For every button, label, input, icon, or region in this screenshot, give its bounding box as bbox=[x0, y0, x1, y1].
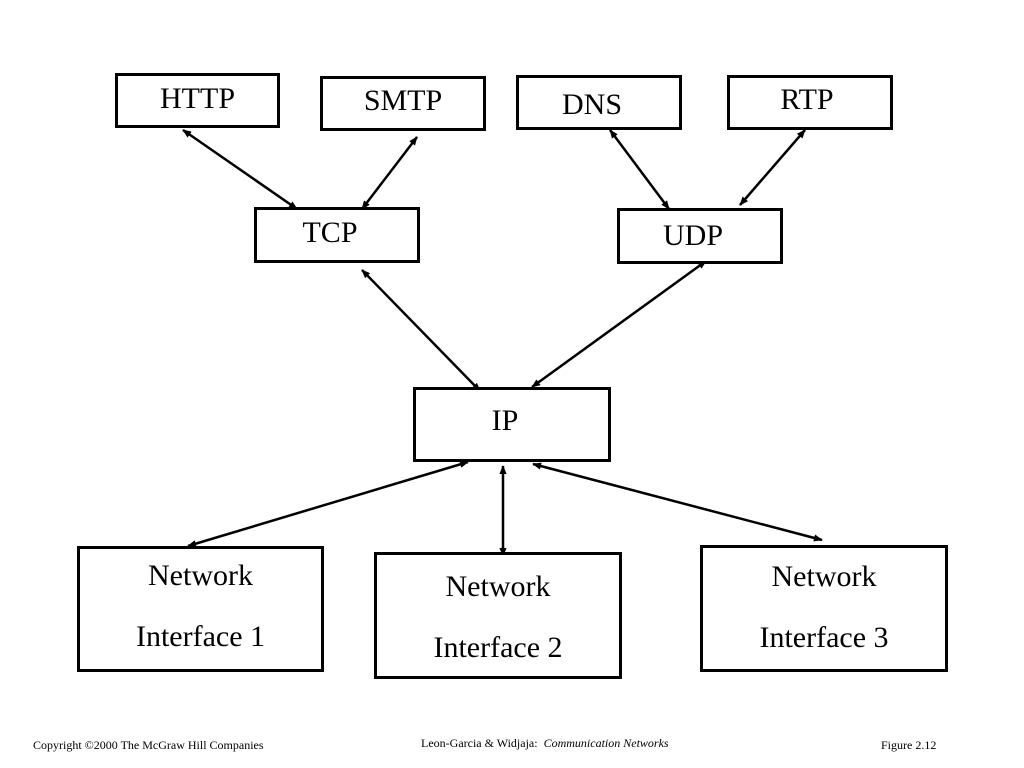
http-label: HTTP bbox=[160, 81, 235, 115]
ip-label: IP bbox=[491, 403, 519, 437]
copyright-text: Copyright ©2000 The McGraw Hill Companie… bbox=[33, 738, 264, 752]
rtp-box: RTP bbox=[727, 75, 893, 130]
udp-label: UDP bbox=[662, 219, 723, 252]
rtp-udp-arrow bbox=[739, 129, 806, 206]
network-interface-1-label: Network Interface 1 bbox=[135, 559, 266, 653]
smtp-label: SMTP bbox=[363, 83, 443, 117]
dns-label: DNS bbox=[561, 87, 622, 121]
udp-box: UDP bbox=[617, 208, 783, 264]
figure-number: Figure 2.12 bbox=[881, 738, 937, 752]
authors-text: Leon-Garcia & Widjaja: bbox=[421, 736, 538, 750]
dns-box: DNS bbox=[516, 75, 682, 130]
udp-ip-arrow bbox=[531, 259, 707, 389]
ip-box: IP bbox=[413, 387, 611, 462]
tcp-label: TCP bbox=[302, 216, 358, 249]
http-box: HTTP bbox=[115, 73, 280, 128]
tcp-ip-arrow bbox=[361, 269, 481, 392]
http-tcp-arrow bbox=[182, 128, 298, 211]
smtp-box: SMTP bbox=[320, 76, 486, 131]
network-interface-2-label: Network Interface 2 bbox=[433, 569, 563, 664]
book-credit: Leon-Garcia & Widjaja: Communication Net… bbox=[421, 736, 669, 751]
smtp-tcp-arrow bbox=[361, 136, 418, 210]
network-interface-3-box: Network Interface 3 bbox=[700, 545, 948, 672]
network-interface-3-label: Network Interface 3 bbox=[759, 559, 889, 654]
ip-interface1-arrow bbox=[187, 460, 469, 548]
book-title: Communication Networks bbox=[543, 736, 669, 750]
rtp-label: RTP bbox=[780, 82, 834, 116]
network-interface-1-box: Network Interface 1 bbox=[77, 546, 324, 672]
tcp-box: TCP bbox=[254, 207, 420, 263]
network-interface-2-box: Network Interface 2 bbox=[374, 552, 622, 679]
ip-interface3-arrow bbox=[532, 462, 823, 542]
dns-udp-arrow bbox=[608, 129, 671, 210]
